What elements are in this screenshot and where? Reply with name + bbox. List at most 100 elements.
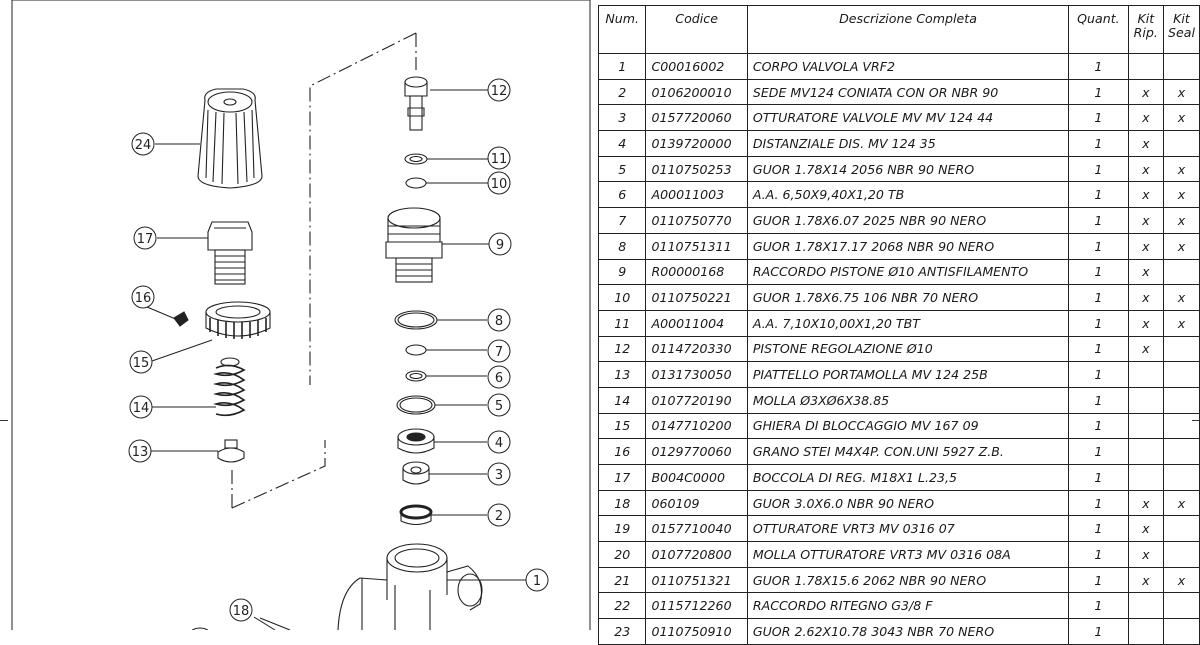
- header-code: Codice: [645, 5, 748, 54]
- part-10-ring: [405, 177, 427, 189]
- header-num: Num.: [597, 5, 647, 54]
- cell-kit-rip: x: [1127, 489, 1164, 517]
- svg-text:6: 6: [495, 371, 503, 386]
- cell-code: 0147710200: [645, 412, 748, 440]
- header-description: Descrizione Completa: [746, 5, 1070, 54]
- table-header-row: Num. Codice Descrizione Completa Quant. …: [597, 5, 1200, 54]
- part-15-ring-nut: [205, 301, 271, 339]
- callout-7: 7: [487, 339, 511, 363]
- header-quantity: Quant.: [1068, 5, 1129, 54]
- cell-code: 0129770060: [645, 438, 748, 465]
- cell-code: 0110751311: [645, 232, 748, 260]
- cell-description: CORPO VALVOLA VRF2: [746, 53, 1070, 80]
- cell-quantity: 1: [1068, 386, 1129, 414]
- callout-13: 13: [128, 439, 152, 463]
- exploded-view-drawing: 24 17 16 15 14 13 18 12 11 10 9 8 7 6 5 …: [11, 0, 591, 630]
- cell-kit-rip: [1127, 386, 1164, 414]
- cell-code: 0110750253: [645, 155, 748, 183]
- svg-text:18: 18: [233, 604, 250, 619]
- part-13-spring-plate: [217, 439, 245, 463]
- cell-num: 8: [597, 232, 647, 260]
- cell-num: 23: [597, 618, 647, 645]
- cell-quantity: 1: [1068, 155, 1129, 183]
- cell-num: 1: [597, 53, 647, 80]
- cell-description: RACCORDO RITEGNO G3/8 F: [746, 592, 1070, 620]
- cell-quantity: 1: [1068, 566, 1129, 594]
- cell-code: 0110750221: [645, 284, 748, 311]
- cell-kit-seal: x: [1162, 309, 1200, 337]
- cell-kit-seal: x: [1162, 284, 1200, 311]
- cell-description: DISTANZIALE DIS. MV 124 35: [746, 130, 1070, 157]
- cell-kit-rip: x: [1127, 258, 1164, 286]
- svg-text:2: 2: [495, 509, 503, 524]
- callout-2: 2: [487, 503, 511, 527]
- cell-num: 11: [597, 309, 647, 337]
- cell-num: 17: [597, 464, 647, 491]
- cell-quantity: 1: [1068, 335, 1129, 363]
- cell-num: 3: [597, 104, 647, 132]
- cell-kit-rip: x: [1127, 207, 1164, 234]
- part-2-seat: [399, 504, 433, 526]
- cell-code: 0107720800: [645, 541, 748, 568]
- cell-kit-rip: x: [1127, 566, 1164, 594]
- cell-kit-seal: [1162, 412, 1200, 440]
- leader-lines: [146, 89, 526, 630]
- callout-24: 24: [131, 132, 155, 156]
- callout-9: 9: [488, 232, 512, 256]
- edge-mark-left: [0, 420, 8, 421]
- svg-text:1: 1: [533, 574, 541, 589]
- cell-num: 13: [597, 361, 647, 388]
- callout-8: 8: [487, 308, 511, 332]
- cell-kit-rip: x: [1127, 130, 1164, 157]
- cell-kit-seal: x: [1162, 104, 1200, 132]
- svg-text:5: 5: [495, 399, 503, 414]
- cell-quantity: 1: [1068, 489, 1129, 517]
- cell-quantity: 1: [1068, 592, 1129, 620]
- cell-description: MOLLA OTTURATORE VRT3 MV 0316 08A: [746, 541, 1070, 568]
- cell-kit-rip: [1127, 618, 1164, 645]
- cell-kit-seal: x: [1162, 232, 1200, 260]
- cell-code: 0115712260: [645, 592, 748, 620]
- part-5-oring: [396, 395, 436, 415]
- callout-1: 1: [525, 568, 549, 592]
- cell-code: 0157710040: [645, 515, 748, 543]
- cell-kit-rip: x: [1127, 335, 1164, 363]
- cell-code: 0110751321: [645, 566, 748, 594]
- cell-num: 6: [597, 181, 647, 209]
- cell-kit-rip: x: [1127, 155, 1164, 183]
- cell-quantity: 1: [1068, 207, 1129, 234]
- cell-code: 0139720000: [645, 130, 748, 157]
- cell-quantity: 1: [1068, 361, 1129, 388]
- cell-kit-seal: [1162, 386, 1200, 414]
- cell-kit-seal: x: [1162, 78, 1200, 106]
- cell-quantity: 1: [1068, 78, 1129, 106]
- callout-15: 15: [129, 350, 153, 374]
- part-4-spacer: [397, 428, 435, 454]
- cell-num: 4: [597, 130, 647, 157]
- part-16-grub-screw: [173, 311, 189, 327]
- callout-6: 6: [487, 365, 511, 389]
- svg-text:17: 17: [137, 232, 154, 247]
- cell-num: 16: [597, 438, 647, 465]
- cell-kit-seal: x: [1162, 566, 1200, 594]
- cell-quantity: 1: [1068, 618, 1129, 645]
- svg-text:4: 4: [495, 436, 503, 451]
- svg-text:10: 10: [491, 177, 508, 192]
- cell-kit-rip: [1127, 412, 1164, 440]
- cell-code: B004C0000: [645, 464, 748, 491]
- cell-quantity: 1: [1068, 258, 1129, 286]
- cell-num: 12: [597, 335, 647, 363]
